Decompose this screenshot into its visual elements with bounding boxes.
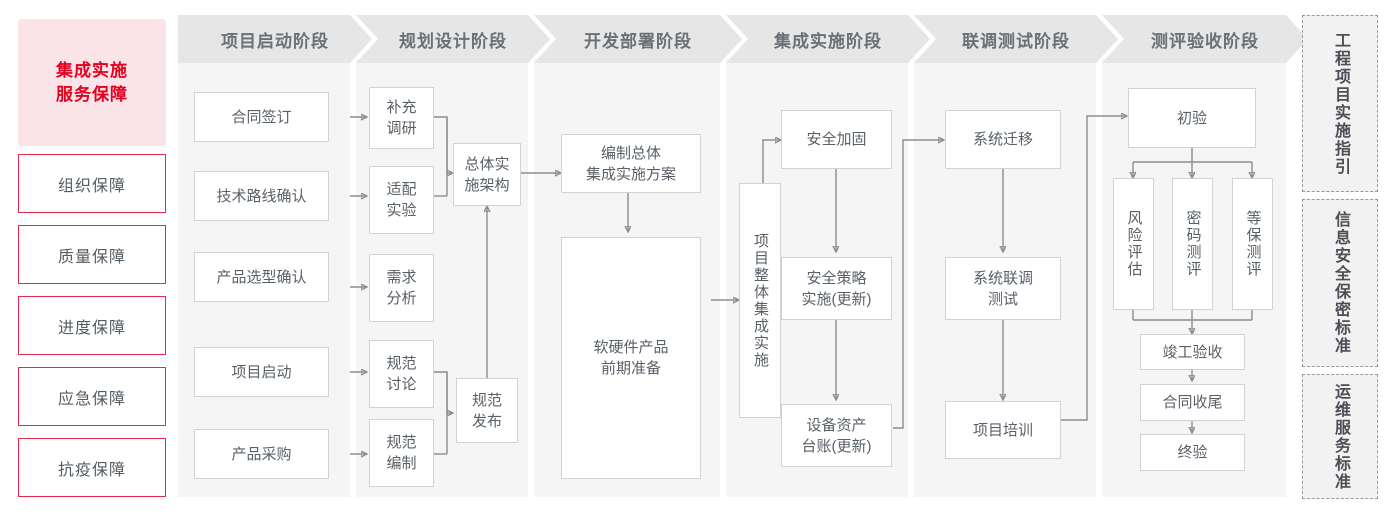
node-hardware-software-preparation[interactable]: 软硬件产品 前期准备 xyxy=(561,237,701,479)
node-system-joint-debug-test[interactable]: 系统联调 测试 xyxy=(945,257,1061,320)
node-contract-closeout[interactable]: 合同收尾 xyxy=(1140,384,1245,421)
phase-header-integration[interactable]: 集成实施阶段 xyxy=(726,15,930,63)
phase-header-planning-design[interactable]: 规划设计阶段 xyxy=(356,15,550,63)
guarantee-item-organization[interactable]: 组织保障 xyxy=(18,154,166,213)
phase-header-evaluation-acceptance[interactable]: 测评验收阶段 xyxy=(1102,15,1308,63)
phase-header-joint-test[interactable]: 联调测试阶段 xyxy=(914,15,1118,63)
node-risk-assessment[interactable]: 风险评估 xyxy=(1113,178,1154,310)
phase-header-dev-deploy[interactable]: 开发部署阶段 xyxy=(534,15,742,63)
standard-label-1: 工程项目实施指引 xyxy=(1332,31,1349,176)
standard-label-2: 信息安全保密标准 xyxy=(1332,211,1349,355)
node-product-procurement[interactable]: 产品采购 xyxy=(194,429,329,479)
phase-header-project-kickoff[interactable]: 项目启动阶段 xyxy=(178,15,372,63)
node-requirement-analysis[interactable]: 需求 分析 xyxy=(369,254,434,322)
standard-operations-service[interactable]: 运维服务标准 xyxy=(1302,374,1378,499)
node-tech-route-confirm[interactable]: 技术路线确认 xyxy=(194,171,329,221)
node-draft-overall-integration-plan[interactable]: 编制总体 集成实施方案 xyxy=(561,134,701,193)
node-completion-acceptance[interactable]: 竣工验收 xyxy=(1140,334,1245,370)
node-overall-project-integration[interactable]: 项目整体集成实施 xyxy=(739,183,781,418)
node-supplementary-research[interactable]: 补充 调研 xyxy=(369,87,434,149)
standard-label-3: 运维服务标准 xyxy=(1332,382,1349,491)
node-standard-discussion[interactable]: 规范 讨论 xyxy=(369,340,434,408)
node-standard-drafting[interactable]: 规范 编制 xyxy=(369,419,434,487)
node-preliminary-acceptance[interactable]: 初验 xyxy=(1128,88,1256,148)
node-security-policy-implementation[interactable]: 安全策略 实施(更新) xyxy=(781,257,892,320)
node-contract-signing[interactable]: 合同签订 xyxy=(194,92,329,142)
node-project-training[interactable]: 项目培训 xyxy=(945,401,1061,459)
guarantee-item-schedule[interactable]: 进度保障 xyxy=(18,296,166,355)
guarantee-title-line-2: 服务保障 xyxy=(56,84,128,104)
node-security-hardening[interactable]: 安全加固 xyxy=(781,110,892,169)
guarantee-item-emergency[interactable]: 应急保障 xyxy=(18,367,166,426)
node-adaptation-experiment[interactable]: 适配 实验 xyxy=(369,166,434,234)
guarantee-title-line-1: 集成实施 xyxy=(56,60,128,80)
node-standard-release[interactable]: 规范 发布 xyxy=(456,378,518,443)
standard-information-security-confidentiality[interactable]: 信息安全保密标准 xyxy=(1302,199,1378,367)
guarantee-item-quality[interactable]: 质量保障 xyxy=(18,225,166,284)
node-system-migration[interactable]: 系统迁移 xyxy=(945,110,1061,169)
node-product-selection-confirm[interactable]: 产品选型确认 xyxy=(194,252,329,302)
guarantee-title-card: 集成实施 服务保障 xyxy=(18,19,166,146)
node-final-acceptance[interactable]: 终验 xyxy=(1140,434,1245,471)
node-overall-implementation-architecture[interactable]: 总体实 施架构 xyxy=(453,143,521,206)
standard-engineering-project-guide[interactable]: 工程项目实施指引 xyxy=(1302,15,1378,192)
guarantee-item-epidemic[interactable]: 抗疫保障 xyxy=(18,438,166,497)
node-classified-protection-evaluation[interactable]: 等保测评 xyxy=(1232,178,1273,310)
node-equipment-asset-ledger[interactable]: 设备资产 台账(更新) xyxy=(781,404,892,467)
node-cryptography-evaluation[interactable]: 密码测评 xyxy=(1172,178,1213,310)
node-project-kickoff[interactable]: 项目启动 xyxy=(194,347,329,397)
